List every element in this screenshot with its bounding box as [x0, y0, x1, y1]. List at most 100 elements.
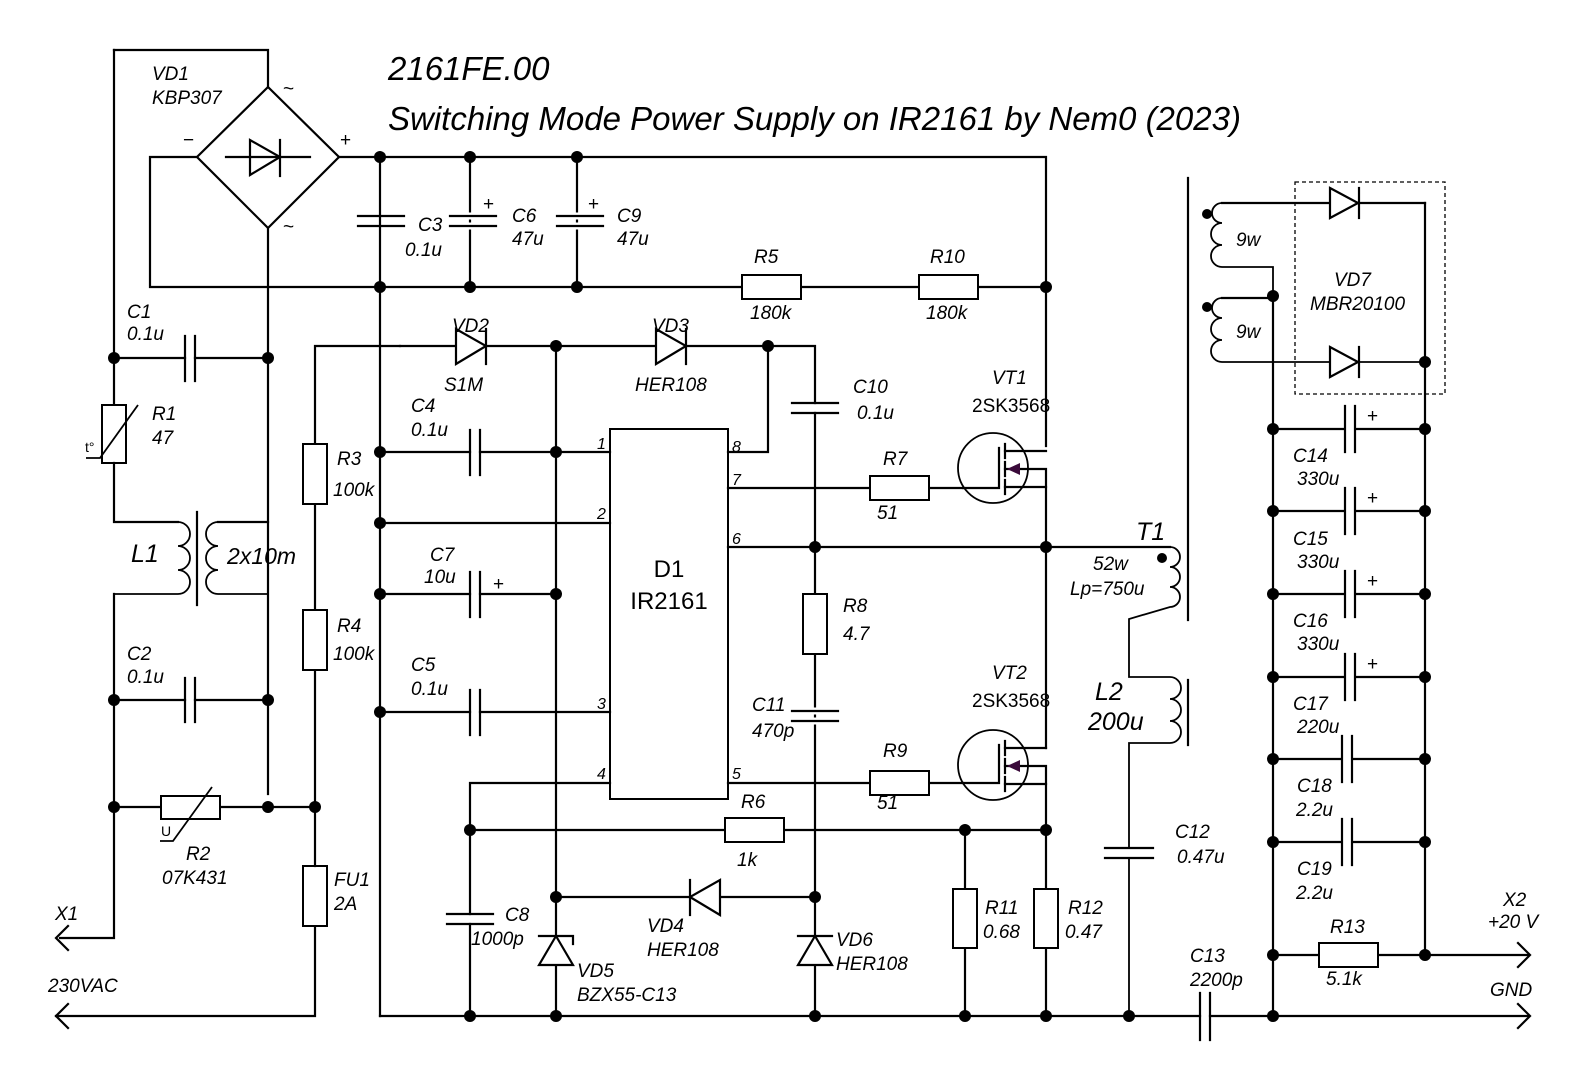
junction-dot [108, 694, 120, 706]
vd7-value: MBR20100 [1310, 294, 1405, 315]
vd2-value: S1M [444, 375, 483, 396]
x1-ref: X1 [54, 904, 78, 925]
ac-mark-top: ~ [283, 79, 294, 100]
vt2-ref: VT2 [992, 663, 1027, 684]
vd7-ref: VD7 [1334, 270, 1372, 291]
junction-dot [1267, 753, 1279, 765]
junction-dot [809, 891, 821, 903]
c3-value: 0.1u [405, 240, 442, 261]
junction-dot [374, 588, 386, 600]
c6-plus: + [483, 194, 494, 215]
resistor-r11 [952, 888, 978, 949]
c11-value: 470p [752, 721, 794, 742]
current-sense: R11 0.68 R12 0.47 [952, 828, 1103, 1018]
drawing-title: Switching Mode Power Supply on IR2161 by… [388, 100, 1241, 137]
r2-value: 07K431 [162, 868, 228, 889]
junction-dot [374, 281, 386, 293]
c2-ref: C2 [127, 644, 152, 665]
junction-dot [1419, 505, 1431, 517]
pin-2: 2 [596, 506, 606, 523]
pin-7: 7 [732, 472, 742, 489]
junction-dot [1267, 588, 1279, 600]
t1-secondary2-turns: 9w [1236, 322, 1262, 343]
fuse-fu1 [302, 865, 328, 927]
l2-ref: L2 [1095, 678, 1123, 706]
c13-value: 2200p [1189, 970, 1243, 991]
junction-dot [464, 281, 476, 293]
r12-ref: R12 [1068, 898, 1103, 919]
gnd-label: GND [1490, 980, 1533, 1001]
vt1-value: 2SK3568 [972, 396, 1050, 417]
junction-dot [571, 151, 583, 163]
vd3-ref: VD3 [652, 316, 689, 337]
c13-ref: C13 [1190, 946, 1225, 967]
resistor-r4 [302, 609, 328, 671]
junction-dot [809, 1010, 821, 1022]
junction-dot [550, 340, 562, 352]
vd1-value: KBP307 [152, 88, 223, 109]
junction-dot [1123, 1010, 1135, 1022]
r2-varistor [160, 795, 221, 820]
drawing-code: 2161FE.00 [387, 50, 550, 87]
r11-ref: R11 [985, 898, 1018, 919]
transformer-t1: T1 52w Lp=750u L2 200u C12 0.47u 9w 9w [1044, 176, 1427, 1016]
vd2-ref: VD2 [452, 316, 489, 337]
r6-ref: R6 [741, 792, 766, 813]
r8-value: 4.7 [843, 624, 871, 645]
junction-dot [1040, 541, 1052, 553]
c5-value: 0.1u [411, 679, 448, 700]
c15-ref: C15 [1293, 529, 1328, 550]
pin-6: 6 [732, 531, 741, 548]
junction-dot [1040, 281, 1052, 293]
r10-ref: R10 [930, 247, 965, 268]
d1-ref: D1 [654, 556, 685, 583]
resistor-r9 [869, 770, 930, 796]
r6-value: 1k [737, 850, 759, 871]
junction-dot [1419, 671, 1431, 683]
r9-ref: R9 [883, 741, 908, 762]
pin-1: 1 [597, 436, 606, 453]
resistor-r12 [1033, 888, 1059, 949]
c11-ref: C11 [752, 695, 785, 716]
junction-dots [108, 151, 1431, 1022]
c6-value: 47u [512, 229, 544, 250]
c8-value: 1000p [471, 929, 524, 950]
junction-dot [762, 340, 774, 352]
resistor-r7 [869, 475, 930, 501]
r13-value: 5.1k [1326, 969, 1363, 990]
fu1-ref: FU1 [334, 870, 370, 891]
junction-dot [1267, 423, 1279, 435]
junction-dot [309, 801, 321, 813]
c6-ref: C6 [512, 206, 537, 227]
t1-primary-turns: 52w [1093, 554, 1129, 575]
junction-dot [1419, 949, 1431, 961]
t1-ref: T1 [1136, 518, 1165, 546]
bridge-plus-mark: + [340, 130, 351, 151]
c17-plus: + [1367, 654, 1378, 675]
junction-dot [550, 1010, 562, 1022]
vd6-value: HER108 [836, 954, 908, 975]
r5-value: 180k [750, 303, 793, 324]
t1-secondary1-turns: 9w [1236, 230, 1262, 251]
vd4-value: HER108 [647, 940, 719, 961]
x2-ref: X2 [1502, 890, 1527, 911]
r2-ref: R2 [186, 844, 211, 865]
c17-ref: C17 [1293, 694, 1329, 715]
c5-ref: C5 [411, 655, 436, 676]
c14-ref: C14 [1293, 446, 1328, 467]
resistor-r13 [1318, 942, 1379, 968]
c12-value: 0.47u [1177, 847, 1225, 868]
junction-dot [108, 352, 120, 364]
junction-dot [1419, 753, 1431, 765]
junction-dot [374, 151, 386, 163]
resistor-r5 [741, 274, 802, 300]
junction-dot [1267, 505, 1279, 517]
r7-value: 51 [877, 503, 898, 524]
vt2-value: 2SK3568 [972, 691, 1050, 712]
junction-dot [374, 517, 386, 529]
c19-value: 2.2u [1295, 883, 1333, 904]
c4-value: 0.1u [411, 420, 448, 441]
vd5-value: BZX55-C13 [577, 985, 677, 1006]
junction-dot [1267, 949, 1279, 961]
junction-dot [1419, 836, 1431, 848]
